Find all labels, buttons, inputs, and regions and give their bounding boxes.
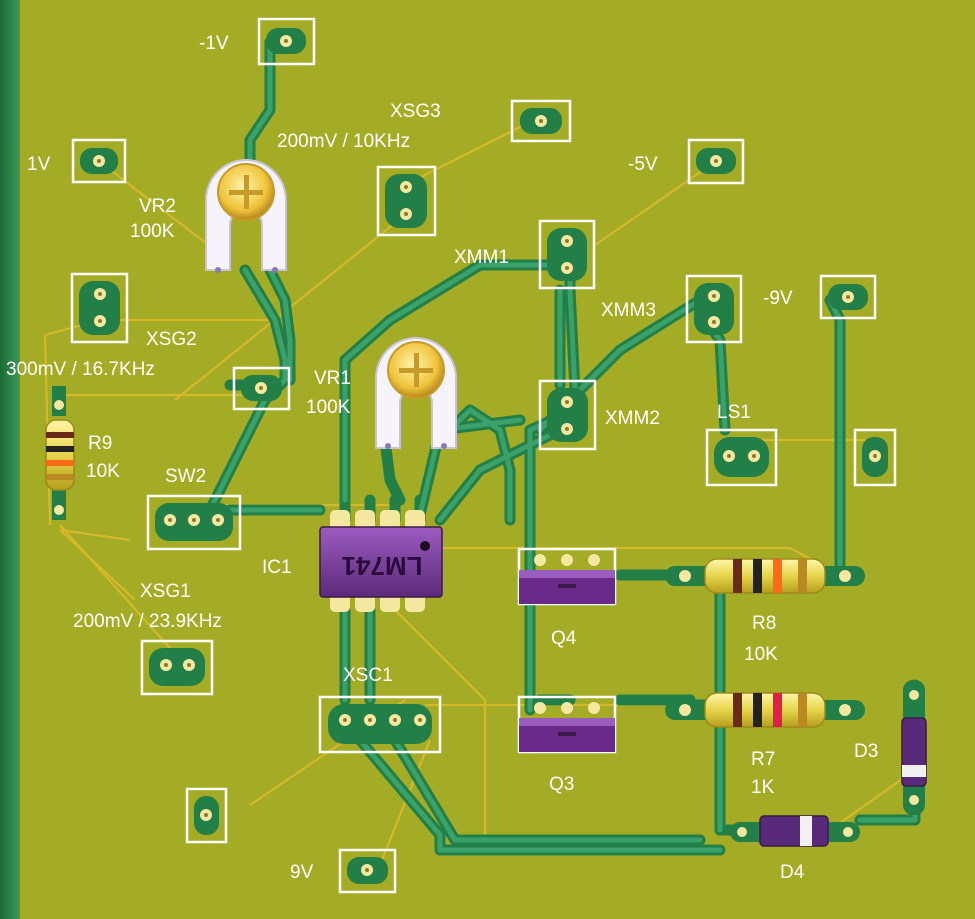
board-edge xyxy=(0,0,20,919)
label-r8-value: 10K xyxy=(744,644,778,665)
label-ic1: IC1 xyxy=(262,557,292,578)
label-q4: Q4 xyxy=(551,628,577,649)
pad-neg9v[interactable] xyxy=(819,274,877,320)
label-vr2: VR2 xyxy=(139,196,176,217)
label-xsg1-spec: 200mV / 23.9KHz xyxy=(73,611,222,632)
label-xmm3: XMM3 xyxy=(601,300,656,321)
pad-xsg3-out[interactable] xyxy=(510,99,572,143)
label-pos1v: 1V xyxy=(27,154,51,175)
label-vr1: VR1 xyxy=(314,368,351,389)
label-ls1: LS1 xyxy=(717,402,751,423)
label-sw2: SW2 xyxy=(165,466,206,487)
potentiometer-vr2[interactable] xyxy=(205,159,287,273)
pad-ls1-right[interactable] xyxy=(853,428,897,487)
label-neg5v: -5V xyxy=(628,154,658,175)
transistor-q3[interactable] xyxy=(517,695,617,754)
speaker-ls1[interactable] xyxy=(705,428,778,487)
pad-xsg3[interactable] xyxy=(376,165,437,237)
label-r8: R8 xyxy=(752,613,776,634)
pad-pos9v[interactable] xyxy=(338,848,397,894)
silkscreen-labels: -1V 1V XSG3 200mV / 10KHz -5V VR2 100K X… xyxy=(6,33,878,883)
resistor-r9[interactable] xyxy=(45,386,75,520)
label-r7-value: 1K xyxy=(751,777,775,798)
pad-pos1v[interactable] xyxy=(71,138,127,184)
label-r9-value: 10K xyxy=(86,461,120,482)
potentiometer-vr1[interactable] xyxy=(375,337,457,449)
switch-sw2[interactable] xyxy=(146,494,242,551)
label-r7: R7 xyxy=(751,749,775,770)
label-pos9v: 9V xyxy=(290,862,314,883)
pad-xsg2-out[interactable] xyxy=(232,366,291,411)
pad-neg1v[interactable] xyxy=(257,17,316,66)
pad-xsg1[interactable] xyxy=(140,639,214,696)
label-neg1v: -1V xyxy=(199,33,229,54)
resistor-r8[interactable] xyxy=(665,558,865,594)
pad-xmm2[interactable] xyxy=(538,379,597,451)
label-vr1-value: 100K xyxy=(306,397,351,418)
label-neg9v: -9V xyxy=(763,288,793,309)
label-xsg3-spec: 200mV / 10KHz xyxy=(277,131,410,152)
transistor-q4[interactable] xyxy=(517,547,617,606)
ic-lm741[interactable]: LM741 xyxy=(319,510,443,612)
ic1-part-label: LM741 xyxy=(342,551,423,581)
label-xsg1: XSG1 xyxy=(140,581,191,602)
label-xsg3: XSG3 xyxy=(390,101,441,122)
label-vr2-value: 100K xyxy=(130,221,175,242)
pad-bottom-left[interactable] xyxy=(185,787,228,844)
label-r9: R9 xyxy=(88,433,112,454)
pad-xsg2[interactable] xyxy=(70,272,129,344)
pad-xsc1[interactable] xyxy=(318,695,442,754)
pad-neg5v[interactable] xyxy=(687,138,745,185)
label-xsg2-spec: 300mV / 16.7KHz xyxy=(6,359,155,380)
label-xmm1: XMM1 xyxy=(454,247,509,268)
pad-xmm3[interactable] xyxy=(685,274,743,344)
label-xsc1: XSC1 xyxy=(343,665,393,686)
label-xsg2: XSG2 xyxy=(146,329,197,350)
diode-d4[interactable] xyxy=(730,815,860,847)
label-q3: Q3 xyxy=(549,774,574,795)
pad-xmm1[interactable] xyxy=(538,219,596,290)
diode-d3[interactable] xyxy=(901,680,927,815)
label-xmm2: XMM2 xyxy=(605,408,660,429)
resistor-r7[interactable] xyxy=(665,692,865,728)
label-d4: D4 xyxy=(780,862,805,883)
label-d3: D3 xyxy=(854,741,878,762)
